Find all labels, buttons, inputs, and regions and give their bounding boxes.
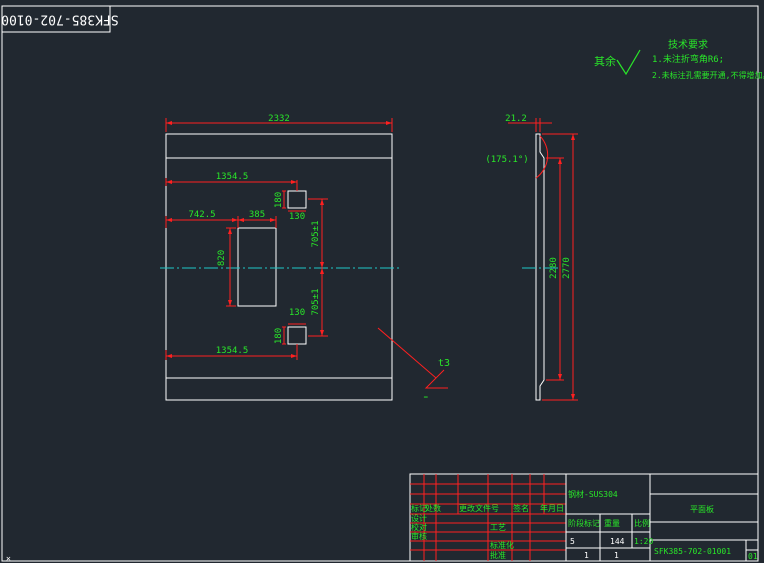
tb-drawing-no: SFK385-702-01001 [654,547,731,556]
ucs-icon: ✕ [6,554,11,563]
surface-finish-note: 其余 [594,49,641,76]
finish-label: 其余 [594,54,616,68]
weld-mark: ▁ [423,391,428,398]
drawing-frame [1,5,759,562]
dim-overall-height: 2770 [562,257,572,279]
tb-role-process: 工艺 [490,523,506,532]
dim-hole-offset-bottom: 1354.5 [216,346,249,356]
title-grid [565,474,758,561]
bend-angle-arc [535,135,549,179]
tb-sheet-total: 1 [584,551,589,560]
tb-material: 钢材-SUS304 [568,489,618,499]
tb-scale: 1:20 [634,537,653,546]
dim-small-hole-w-top: 130 [289,212,305,222]
tb-role-approve: 批准 [490,550,506,560]
front-view: t3 ▁ [160,133,450,401]
dim-hole-offset-top: 1354.5 [216,172,249,182]
tech-item-1: 1.未注折弯角R6; [652,53,724,65]
tb-weight: 144 [610,537,625,546]
bottom-small-hole [287,326,307,345]
top-small-hole [287,190,307,209]
title-block: 标记 处数 更改文件号 签名 年月日 设计 校对 审核 工艺 标准化 批准 钢材… [409,473,759,562]
tb-role-standard: 标准化 [490,540,514,550]
tb-header-change: 更改文件号 [459,503,499,513]
tb-header-date: 年月日 [540,503,564,513]
tb-version: 01 [748,552,758,561]
tb-quantity: 5 [570,537,575,546]
tb-role-review: 审核 [411,531,427,541]
thickness-label: t3 [438,358,450,369]
tb-stage-label: 阶段标记 [568,518,600,528]
tb-role-check: 校对 [411,522,427,532]
front-view-dimensions: 2332 1354.5 742.5 385 820 180 130 130 [165,114,393,360]
dim-flange-width: 21.2 [505,114,527,124]
plate-outline [165,133,393,401]
revision-grid [410,474,566,561]
dim-overall-width: 2332 [268,114,290,124]
dim-hole-spacing-top: 705±1 [311,220,321,247]
tb-role-design: 设计 [411,513,427,523]
tech-item-2: 2.未标注孔需要开通,不得增加。 [652,70,764,80]
dim-slot-height: 820 [217,250,227,266]
technical-requirements: 技术要求 1.未注折弯角R6; 2.未标注孔需要开通,不得增加。 [652,38,764,80]
side-profile [535,133,545,401]
center-slot [237,227,277,307]
tb-sheet-index: 1 [614,551,619,560]
dim-small-hole-w-bottom: 130 [289,308,305,318]
dim-hole-spacing-bottom: 705±1 [311,288,321,315]
tech-title: 技术要求 [668,38,708,51]
dim-bend-angle: (175.1°) [485,155,528,165]
side-view-dimensions: 21.2 (175.1°) 2280 2770 [485,114,578,401]
tb-header-mark: 标记 [411,503,427,513]
dim-small-hole-h-bottom: 180 [274,328,284,344]
dim-inner-height: 2280 [549,257,559,279]
tb-scale-label: 比例 [634,518,650,528]
side-view [522,133,560,401]
thickness-leader [377,327,448,389]
tb-header-sign: 签名 [513,503,529,513]
tb-part-name: 平面板 [690,504,714,514]
dim-small-hole-h-top: 180 [274,192,284,208]
tb-weight-label: 重量 [604,518,620,528]
dim-slot-offset: 742.5 [188,210,215,220]
roughness-symbol-icon [616,49,641,76]
rotated-drawing-number: SFK385-702-01001 [0,5,119,33]
tb-header-count: 处数 [425,503,441,513]
rotated-drawing-number-text: SFK385-702-01001 [0,12,119,27]
dim-slot-width: 385 [249,210,265,220]
